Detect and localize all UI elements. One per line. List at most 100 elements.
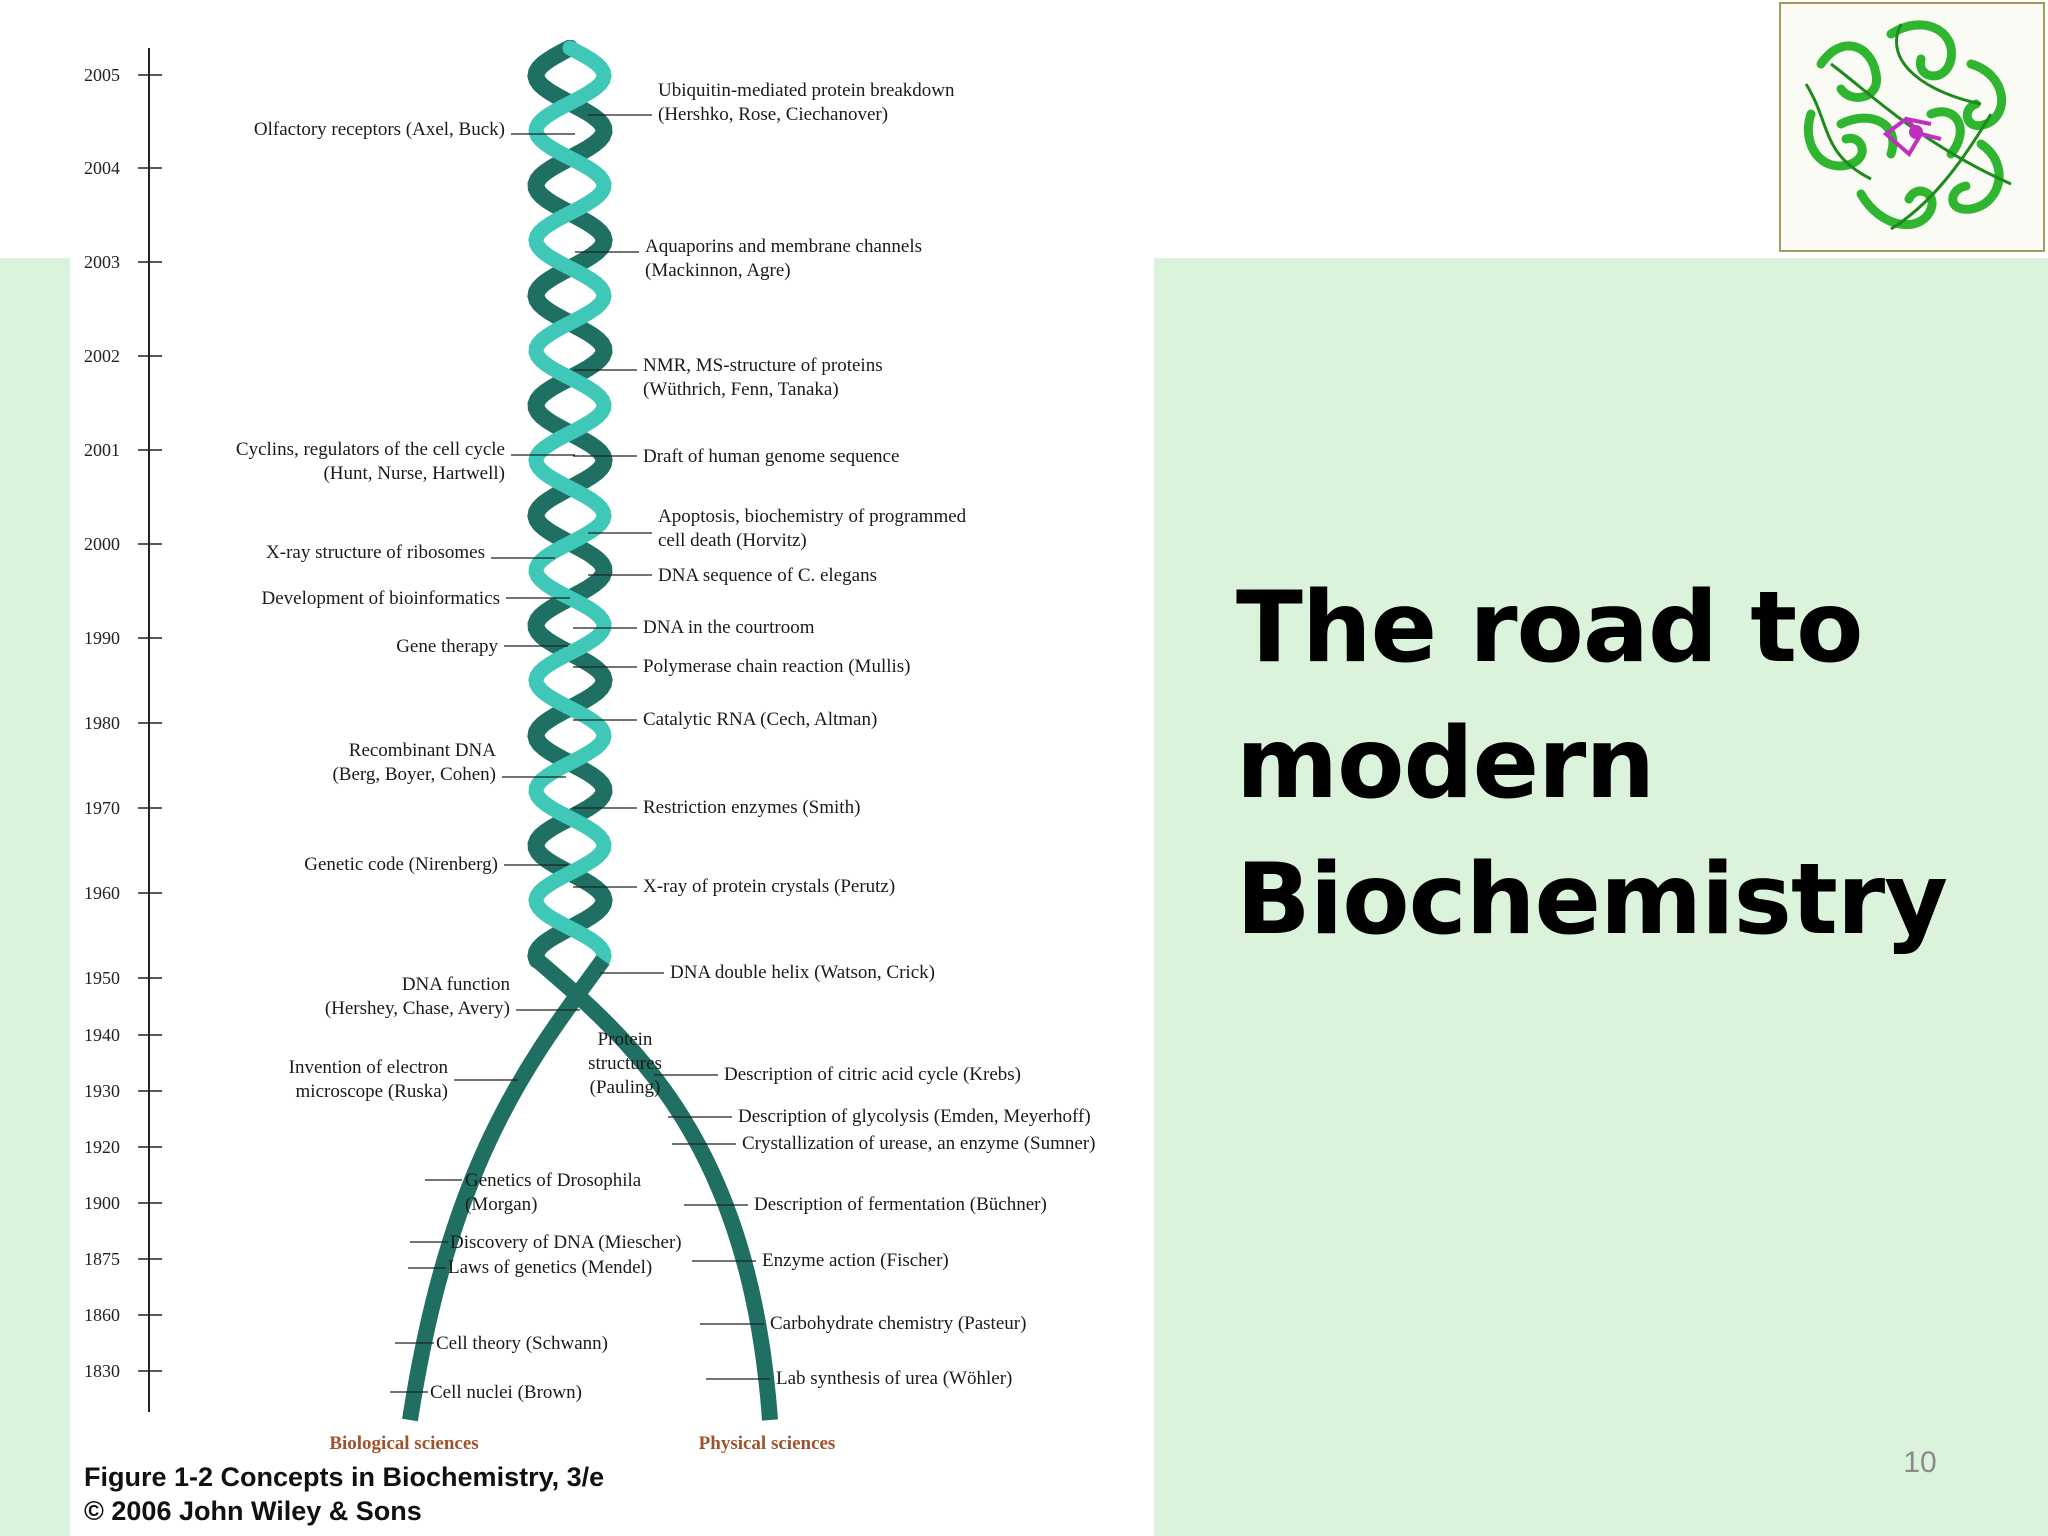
year-label: 1830 xyxy=(84,1361,120,1381)
figure-caption: Figure 1-2 Concepts in Biochemistry, 3/e… xyxy=(84,1460,604,1528)
right-label: DNA double helix (Watson, Crick) xyxy=(600,962,935,983)
left-label: Genetic code (Nirenberg) xyxy=(304,854,568,875)
center-label-text: structures xyxy=(588,1053,662,1074)
left-label: Recombinant DNA (Berg, Boyer, Cohen) xyxy=(332,740,566,785)
year-label: 1900 xyxy=(84,1193,120,1213)
physical-sciences-label: Physical sciences xyxy=(699,1433,836,1454)
center-label-text: Cell theory (Schwann) xyxy=(436,1333,608,1354)
protein-structure-image xyxy=(1779,2,2045,252)
left-label-text: (Berg, Boyer, Cohen) xyxy=(332,764,496,785)
right-label-text: X-ray of protein crystals (Perutz) xyxy=(643,876,895,897)
left-label: Development of bioinformatics xyxy=(262,588,570,609)
right-label-text: Restriction enzymes (Smith) xyxy=(643,797,860,818)
right-label: Enzyme action (Fischer) xyxy=(692,1250,949,1271)
right-label-text: Description of fermentation (Büchner) xyxy=(754,1194,1047,1215)
helix-strand-light xyxy=(528,40,612,968)
year-label: 2001 xyxy=(84,440,120,460)
right-label-text: Description of glycolysis (Emden, Meyerh… xyxy=(738,1106,1091,1127)
right-label-text: (Hershko, Rose, Ciechanover) xyxy=(658,104,888,125)
left-label-text: Development of bioinformatics xyxy=(262,588,501,609)
year-label: 2005 xyxy=(84,65,120,85)
right-label-text: Catalytic RNA (Cech, Altman) xyxy=(643,709,877,730)
center-label: Cell theory (Schwann) xyxy=(395,1333,608,1354)
right-label: DNA in the courtroom xyxy=(573,617,815,638)
left-label-text: Invention of electron xyxy=(289,1057,449,1078)
left-label-text: microscope (Ruska) xyxy=(296,1081,448,1102)
right-label: NMR, MS-structure of proteins (Wüthrich, … xyxy=(573,355,883,400)
center-label-text: Discovery of DNA (Miescher) xyxy=(450,1232,682,1253)
right-label-text: DNA in the courtroom xyxy=(643,617,815,638)
biochemistry-timeline-figure: 2005200420032002200120001990198019701960… xyxy=(84,40,1096,1454)
left-label-text: DNA function xyxy=(402,974,511,995)
right-label-text: Lab synthesis of urea (Wöhler) xyxy=(776,1368,1012,1389)
slide-title: The road to modern Biochemistry xyxy=(1236,560,2016,968)
right-label-text: (Mackinnon, Agre) xyxy=(645,260,791,281)
left-label-text: Recombinant DNA xyxy=(349,740,497,761)
right-label-text: NMR, MS-structure of proteins xyxy=(643,355,883,376)
center-label-text: (Morgan) xyxy=(465,1194,537,1215)
right-label: Crystallization of urease, an enzyme (Su… xyxy=(672,1133,1096,1154)
year-axis: 2005200420032002200120001990198019701960… xyxy=(84,48,162,1412)
year-label: 1860 xyxy=(84,1305,120,1325)
right-label: Lab synthesis of urea (Wöhler) xyxy=(706,1368,1012,1389)
left-label-text: Cyclins, regulators of the cell cycle xyxy=(236,439,505,460)
left-label-text: Genetic code (Nirenberg) xyxy=(304,854,498,875)
year-label: 2004 xyxy=(84,158,120,178)
right-label: Description of citric acid cycle (Krebs) xyxy=(654,1064,1021,1085)
caption-line-1: Figure 1-2 Concepts in Biochemistry, 3/e xyxy=(84,1462,605,1492)
right-label-text: Carbohydrate chemistry (Pasteur) xyxy=(770,1313,1026,1334)
right-label-text: Draft of human genome sequence xyxy=(643,446,899,467)
title-line-2: modern xyxy=(1236,707,1655,821)
left-label: X-ray structure of ribosomes xyxy=(266,542,555,563)
right-label: Apoptosis, biochemistry of programmedcel… xyxy=(588,506,967,551)
left-label: Cyclins, regulators of the cell cycle (Hu… xyxy=(236,439,575,484)
left-label-text: (Hershey, Chase, Avery) xyxy=(325,998,510,1019)
right-label: Description of glycolysis (Emden, Meyerh… xyxy=(668,1106,1091,1127)
center-label: Cell nuclei (Brown) xyxy=(390,1382,582,1403)
year-label: 1980 xyxy=(84,713,120,733)
left-label-text: Gene therapy xyxy=(396,636,498,657)
year-label: 2002 xyxy=(84,346,120,366)
left-label-text: X-ray structure of ribosomes xyxy=(266,542,485,563)
left-label: Gene therapy xyxy=(396,636,568,657)
right-label-text: Apoptosis, biochemistry of programmed xyxy=(658,506,967,527)
right-label: Ubiquitin-mediated protein breakdown (Her… xyxy=(588,80,955,125)
center-label-text: Cell nuclei (Brown) xyxy=(430,1382,582,1403)
right-label: Restriction enzymes (Smith) xyxy=(573,797,860,818)
title-line-3: Biochemistry xyxy=(1236,843,1948,957)
left-label-text: Olfactory receptors (Axel, Buck) xyxy=(254,119,505,140)
right-label-text: Enzyme action (Fischer) xyxy=(762,1250,949,1271)
right-label: DNA sequence of C. elegans xyxy=(588,565,877,586)
protein-ribbon-icon xyxy=(1803,20,2012,231)
right-label: Catalytic RNA (Cech, Altman) xyxy=(573,709,877,730)
year-label: 1930 xyxy=(84,1081,120,1101)
left-label: DNA function (Hershey, Chase, Avery) xyxy=(325,974,580,1019)
right-label-text: Ubiquitin-mediated protein breakdown xyxy=(658,80,955,101)
center-label: Discovery of DNA (Miescher) xyxy=(410,1232,682,1253)
right-label: Aquaporins and membrane channels (Mackinn… xyxy=(575,236,922,281)
title-line-1: The road to xyxy=(1236,571,1863,685)
center-label: Laws of genetics (Mendel) xyxy=(408,1257,652,1278)
year-label: 1950 xyxy=(84,968,120,988)
page-number: 10 xyxy=(1903,1446,1937,1479)
right-label-text: Crystallization of urease, an enzyme (Su… xyxy=(742,1133,1096,1154)
ligand-atom xyxy=(1909,125,1923,139)
year-label: 1990 xyxy=(84,628,120,648)
year-label: 1970 xyxy=(84,798,120,818)
year-label: 2003 xyxy=(84,252,120,272)
right-label: Description of fermentation (Büchner) xyxy=(684,1194,1047,1215)
center-label-text: Genetics of Drosophila xyxy=(465,1170,642,1191)
right-label: X-ray of protein crystals (Perutz) xyxy=(573,876,895,897)
left-label-text: (Hunt, Nurse, Hartwell) xyxy=(323,463,505,484)
center-label: Genetics of Drosophila (Morgan) xyxy=(425,1170,642,1215)
year-label: 1875 xyxy=(84,1249,120,1269)
right-label-text: Aquaporins and membrane channels xyxy=(645,236,922,257)
right-label: Draft of human genome sequence xyxy=(573,446,899,467)
center-label-text: (Pauling) xyxy=(590,1077,661,1098)
year-label: 2000 xyxy=(84,534,120,554)
left-label: Olfactory receptors (Axel, Buck) xyxy=(254,119,575,140)
right-label: Carbohydrate chemistry (Pasteur) xyxy=(700,1313,1026,1334)
right-label-text: (Wüthrich, Fenn, Tanaka) xyxy=(643,379,839,400)
